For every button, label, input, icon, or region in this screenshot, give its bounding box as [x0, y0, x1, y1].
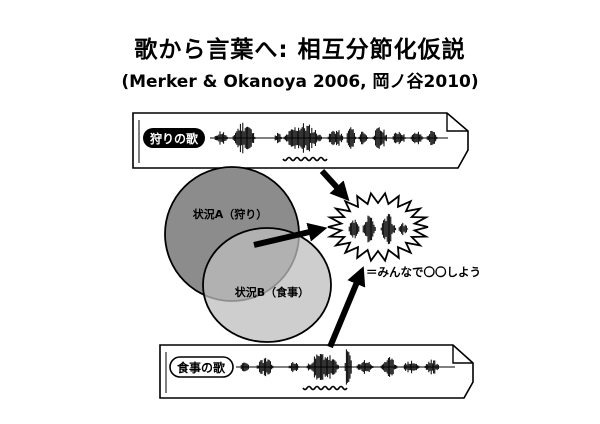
arrow-from-meal-song — [327, 266, 366, 349]
hunting-song-label: 狩りの歌 — [150, 131, 199, 146]
arrow-from-hunting-song — [319, 168, 350, 202]
situation-b-circle — [202, 227, 332, 343]
hunting-song-segment-underline — [282, 156, 328, 162]
hunting-song-tape: 狩りの歌 — [132, 112, 469, 169]
hunting-song-pill — [143, 128, 205, 148]
slide-subtitle: (Merker & Okanoya 2006, 岡ノ谷2010) — [121, 72, 479, 92]
situation-b-label: 状況B（食事） — [235, 285, 309, 299]
meal-song-segment-underline — [302, 385, 348, 391]
slide-title: 歌から言葉へ: 相互分節化仮説 — [134, 37, 466, 63]
arrow-from-overlap — [253, 222, 328, 248]
result-caption: ＝みんなで〇〇しよう — [366, 265, 481, 279]
extracted-segment-burst — [326, 191, 430, 263]
meal-song-pill — [169, 356, 234, 378]
situation-a-label: 状況A（狩り） — [193, 207, 268, 221]
meal-song-tape: 食事の歌 — [159, 344, 474, 399]
meal-song-label: 食事の歌 — [176, 360, 226, 375]
